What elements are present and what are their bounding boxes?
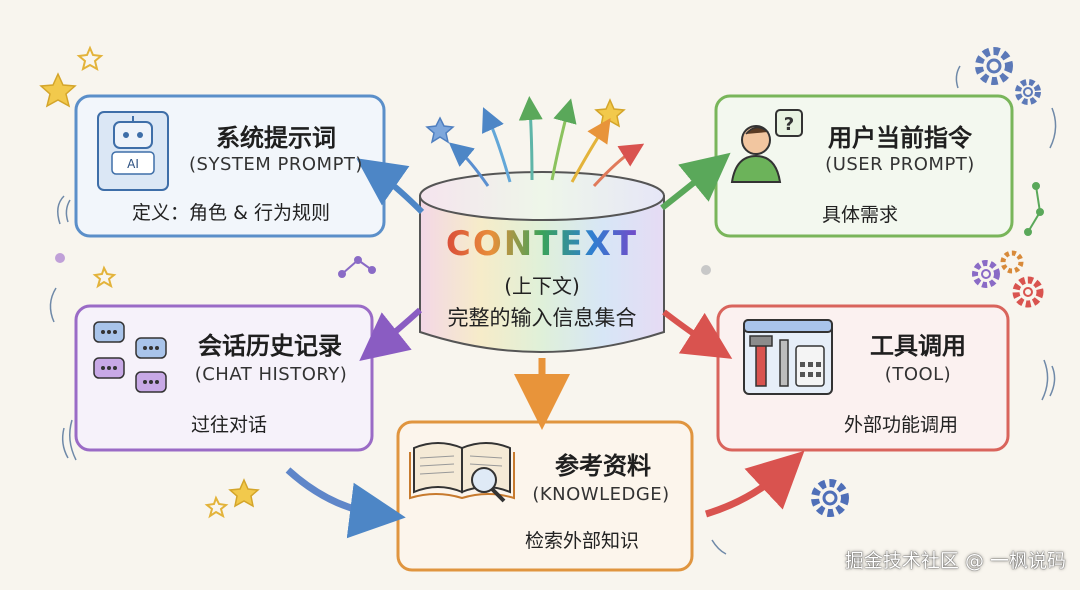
- dot: [55, 253, 65, 263]
- svg-text:AI: AI: [127, 157, 139, 171]
- flow-arrow-knowledge-to-tool: [704, 450, 805, 518]
- gear-icon: [975, 47, 1013, 85]
- star-icon: [39, 72, 77, 108]
- context-title: CONTEXT: [442, 224, 642, 264]
- knowledge-title: 参考资料: [555, 452, 651, 480]
- gear-icon: [1012, 276, 1044, 308]
- tool-title: 工具调用: [870, 332, 966, 360]
- arrow-to-system-prompt: [356, 158, 425, 215]
- robot-icon: AI: [97, 111, 169, 191]
- gear-icon: [1015, 79, 1041, 105]
- context-subtitle: (上下文): [504, 274, 580, 298]
- dot: [701, 265, 711, 275]
- tool-desc: 外部功能调用: [843, 414, 958, 436]
- svg-text:?: ?: [784, 114, 794, 135]
- arrow-to-user-prompt: [660, 152, 731, 211]
- flow-arrow-history-to-knowledge: [285, 467, 406, 539]
- user-prompt-en: (USER PROMPT): [825, 154, 975, 175]
- connector-dots-icon: [1024, 182, 1044, 236]
- chat-history-desc: 过往对话: [190, 414, 267, 436]
- knowledge-en: (KNOWLEDGE): [532, 484, 670, 505]
- user-icon: ?: [730, 109, 803, 183]
- gear-icon: [811, 479, 849, 517]
- context-cylinder: [419, 171, 665, 353]
- context-description: 完整的输入信息集合: [447, 306, 637, 330]
- swoosh-lines: [49, 65, 1057, 555]
- user-prompt-title: 用户当前指令: [828, 124, 972, 152]
- gear-icon: [972, 260, 1000, 288]
- chat-history-en: (CHAT HISTORY): [194, 364, 348, 385]
- arrow-to-tool: [662, 309, 733, 359]
- gear-icon: [1000, 250, 1024, 274]
- burst-arrows: [448, 96, 645, 188]
- chat-history-title: 会话历史记录: [198, 332, 342, 360]
- system-prompt-title: 系统提示词: [216, 124, 336, 152]
- tool-en: (TOOL): [884, 364, 952, 385]
- connector-dots-icon: [338, 256, 376, 278]
- star-icon: [425, 116, 455, 144]
- star-icon: [76, 45, 229, 519]
- chat-bubbles-icon: [93, 321, 167, 393]
- watermark: 掘金技术社区 @ 一枫说码: [844, 550, 1066, 572]
- system-prompt-desc: 定义：角色 & 行为规则: [132, 202, 330, 224]
- user-prompt-desc: 具体需求: [821, 204, 898, 226]
- knowledge-desc: 检索外部知识: [524, 530, 639, 552]
- system-prompt-en: (SYSTEM PROMPT): [189, 154, 363, 175]
- tools-icon: [743, 319, 833, 395]
- book-magnifier-icon: [409, 442, 515, 503]
- arrow-to-chat-history: [359, 307, 423, 361]
